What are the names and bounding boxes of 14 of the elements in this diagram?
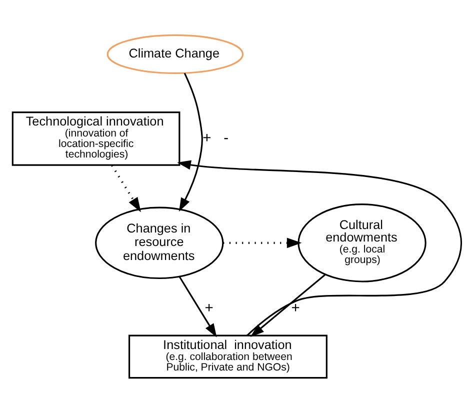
node-ellipse: Cultural endowments (e.g. local groups) <box>298 203 426 282</box>
arrow <box>178 275 217 337</box>
arrow <box>250 274 326 337</box>
arrow <box>111 164 141 212</box>
edge-label: + - <box>202 130 228 146</box>
node-ellipse: Changes in resource endowments <box>95 206 224 279</box>
edge-label: + <box>291 300 300 316</box>
arrow <box>223 237 302 248</box>
arrow <box>178 72 203 212</box>
node-ellipse: Climate Change <box>106 34 244 74</box>
arrow <box>177 160 462 336</box>
node-box: Technological innovation (innovation of location-specific technologies) <box>12 110 180 166</box>
node-box: Institutional innovation (e.g. collaboration between Public, Private and NGOs) <box>128 334 328 378</box>
edge-label: + <box>204 300 214 316</box>
